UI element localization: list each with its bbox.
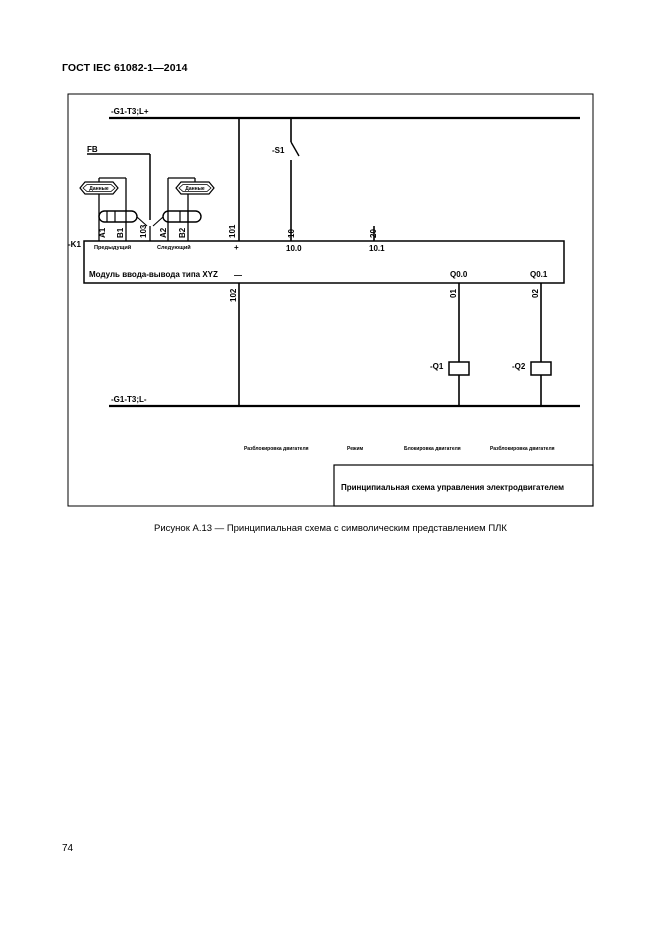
- shield-left: [98, 210, 138, 223]
- plus-sign: +: [234, 243, 239, 252]
- status-label-1: Разблокировка двигателя: [244, 445, 309, 452]
- wire-101-label: 101: [228, 224, 237, 238]
- output-1-label: Q0.1: [530, 270, 548, 279]
- title-block-text: Принципиальная схема управления электрод…: [341, 483, 564, 492]
- page-number: 74: [62, 843, 74, 854]
- diagram-frame: [67, 93, 594, 507]
- shield-right-ground: [152, 216, 164, 227]
- status-label-4: Разблокировка двигателя: [490, 445, 555, 452]
- switch-s1-contact: [290, 141, 300, 157]
- output-0-label: Q0.0: [450, 270, 468, 279]
- input-0-label: 10.0: [286, 244, 302, 253]
- plc-module: [83, 240, 565, 284]
- wire-02-label: 02: [531, 289, 540, 298]
- data-right-inner: [178, 184, 212, 192]
- document-header: ГОСТ IEC 61082-1—2014: [62, 62, 188, 74]
- wire-103-label: 103: [139, 224, 148, 238]
- wire-01-label: 01: [449, 289, 458, 298]
- status-label-2: Режим: [347, 446, 364, 452]
- module-label: Модуль ввода-вывода типа XYZ: [89, 270, 218, 279]
- coil-q2: [530, 361, 552, 376]
- data-left-label: Данные: [89, 186, 109, 192]
- shield-left-ground: [136, 216, 148, 227]
- coil-q2-label: -Q2: [512, 362, 526, 371]
- figure-caption: Рисунок А.13 — Принципиальная схема с си…: [154, 523, 507, 534]
- fb-label: FB: [87, 145, 98, 154]
- shield-right: [162, 210, 202, 223]
- input-1-label: 10.1: [369, 244, 385, 253]
- status-label-3: Блокировка двигателя: [404, 446, 461, 452]
- pin-b1-label: B1: [116, 227, 125, 238]
- prev-label: Предыдущий: [94, 244, 132, 251]
- wire-20-label: 20: [369, 229, 378, 238]
- data-right-symbol: [175, 181, 215, 195]
- wire-10-label: 10: [287, 229, 296, 238]
- data-right-label: Данные: [185, 186, 205, 192]
- pin-a1-label: A1: [98, 227, 107, 238]
- switch-s1-label: -S1: [272, 146, 285, 155]
- data-left-inner: [82, 184, 116, 192]
- module-id: -K1: [68, 240, 81, 249]
- data-left-symbol: [79, 181, 119, 195]
- coil-q1-label: -Q1: [430, 362, 444, 371]
- minus-sign: —: [234, 271, 242, 280]
- pin-a2-label: A2: [159, 227, 168, 238]
- bus-top-label: -G1-T3;L+: [111, 107, 149, 116]
- next-label: Следующий: [157, 244, 191, 251]
- wire-102-label: 102: [229, 288, 238, 302]
- coil-q1: [448, 361, 470, 376]
- bus-bottom-label: -G1-T3;L-: [111, 395, 147, 404]
- title-block: [333, 464, 594, 507]
- pin-b2-label: B2: [178, 227, 187, 238]
